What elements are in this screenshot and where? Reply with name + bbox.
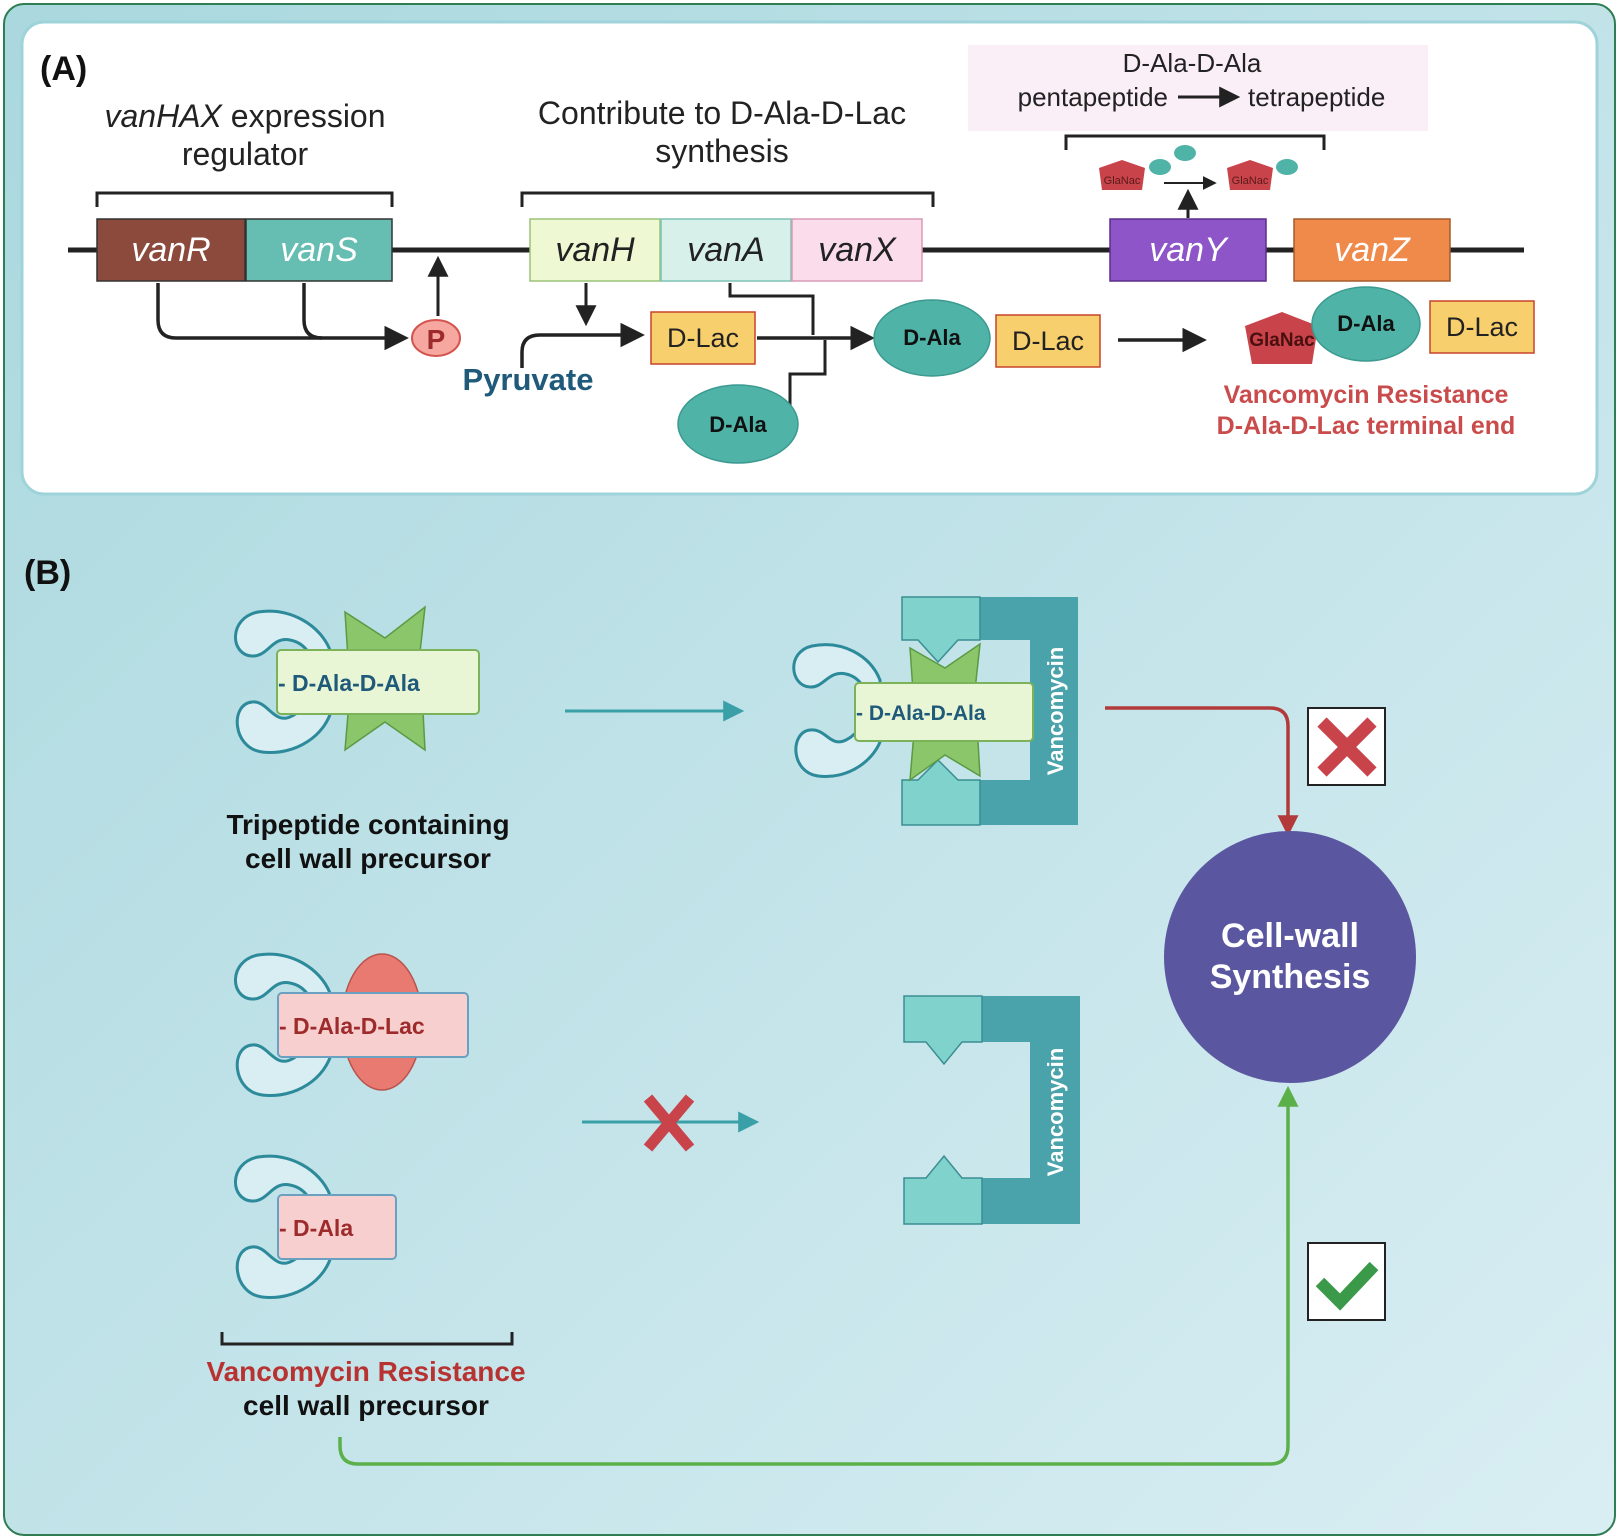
regulator-title: vanHAX expression [104, 98, 385, 134]
glanac-small-right-label: GlaNac [1232, 175, 1269, 187]
vancomycin-bound-bottom-jaw [901, 758, 981, 826]
check-icon [1315, 1261, 1379, 1311]
gene-vanX [791, 218, 923, 282]
vanS-to-p-line [302, 283, 323, 340]
synthesis-title-line2: synthesis [655, 133, 788, 169]
glanac-terminal-label: GlaNac [1249, 330, 1315, 351]
vancomycin-bound-top-jaw [901, 596, 981, 664]
gene-vanR-label: vanR [131, 231, 210, 269]
precursor-box-2 [277, 992, 469, 1058]
pyruvate-label: Pyruvate [463, 362, 594, 397]
vanA-connector [728, 283, 815, 335]
glanac-small-left-label: GlaNac [1104, 175, 1141, 187]
precursor-box-2-label: - D-Ala-D-Lac [279, 1013, 425, 1039]
resistance-precursor-line2: cell wall precursor [243, 1390, 489, 1421]
resistance-terminal-line2: D-Ala-D-Lac terminal end [1217, 412, 1516, 440]
precursor-dala: - D-Ala [234, 1154, 397, 1299]
vanR-to-p-arrow [156, 283, 409, 351]
success-box [1307, 1242, 1386, 1321]
precursor-box-bound-label: - D-Ala-D-Ala [856, 702, 986, 725]
blocked-x-icon [1317, 717, 1377, 777]
dala-product-label: D-Ala [903, 325, 961, 350]
gene-vanZ-label: vanZ [1334, 231, 1411, 269]
vany-bracket [1064, 134, 1326, 150]
pyruvate-to-dlac-arrow [520, 322, 645, 368]
dala-free-connector [788, 340, 827, 412]
dlac-box-1-label: D-Lac [667, 323, 739, 353]
vany-note-box [968, 45, 1428, 131]
gene-vanZ [1293, 218, 1451, 282]
precursor-box-1 [276, 649, 480, 715]
dlac-box-1 [650, 311, 756, 365]
panel-a-label: (A) [40, 50, 87, 88]
vany-note-from: pentapeptide [1018, 82, 1168, 112]
dala-small-3 [1276, 159, 1298, 175]
vancomycin-empty-body [904, 996, 1080, 1224]
vancomycin-empty: Vancomycin [903, 995, 1080, 1225]
glanac-terminal [1245, 312, 1318, 364]
vany-note-to: tetrapeptide [1248, 82, 1385, 112]
resistance-terminal-line1: Vancomycin Resistance [1224, 381, 1509, 409]
vany-note-line1: D-Ala-D-Ala [1123, 48, 1262, 78]
dala-small-2 [1174, 145, 1196, 161]
gene-vanA-label: vanA [687, 231, 765, 269]
vancomycin-empty-top-jaw [903, 995, 983, 1066]
dala-product [873, 299, 991, 377]
resistance-precursor-line1: Vancomycin Resistance [206, 1356, 525, 1387]
panel-a: (A) vanHAX expression regulator Contribu… [20, 20, 1599, 496]
cell-wall-synthesis-line1: Cell-wall [1221, 917, 1359, 955]
gene-vanS-label: vanS [280, 231, 358, 269]
gene-vanX-label: vanX [818, 231, 897, 269]
vancomycin-bound-complex: - D-Ala-D-Ala Vancomycin [792, 596, 1078, 826]
precursor-box-3 [277, 1194, 397, 1260]
gene-vanS [245, 218, 393, 282]
dala-terminal-label: D-Ala [1337, 311, 1395, 336]
gene-vanY [1109, 218, 1267, 282]
vancomycin-bound-label: Vancomycin [1043, 647, 1068, 775]
phospho-label: P [427, 324, 446, 355]
gene-vanA [660, 218, 792, 282]
gene-vanY-label: vanY [1149, 231, 1229, 269]
dlac-terminal-label: D-Lac [1446, 312, 1518, 342]
regulator-title-line2: regulator [182, 136, 309, 172]
gene-vanR [96, 218, 246, 282]
precursor-box-3-label: - D-Ala [279, 1215, 353, 1241]
precursor-box-bound [854, 682, 1034, 742]
dlac-terminal [1429, 300, 1535, 354]
tripeptide-caption-line2: cell wall precursor [245, 843, 491, 874]
cell-wall-synthesis-circle [1164, 831, 1416, 1083]
precursor-dala-dala: - D-Ala-D-Ala [234, 605, 480, 754]
dala-free-label: D-Ala [709, 412, 767, 437]
phospho-circle [411, 319, 461, 357]
vancomycin-empty-bottom-jaw [903, 1154, 983, 1225]
gene-vanH [529, 218, 661, 282]
tripeptide-caption-line1: Tripeptide containing [226, 809, 509, 840]
resistance-precursor-bracket [220, 1332, 514, 1346]
regulator-title-italic: vanHAX [104, 98, 223, 134]
precursor-box-1-label: - D-Ala-D-Ala [278, 670, 420, 696]
vancomycin-empty-label: Vancomycin [1043, 1048, 1068, 1176]
success-path-arrow [338, 1085, 1299, 1466]
glanac-small-right [1227, 160, 1273, 190]
gene-vanH-label: vanH [555, 231, 635, 269]
regulator-bracket [95, 191, 394, 207]
dlac-box-2-label: D-Lac [1012, 326, 1084, 356]
panel-b-label: (B) [24, 554, 71, 592]
panel-b: (B) - D-Ala-D-Ala Tripeptide containing … [24, 554, 1416, 1466]
binding-blocked-x-icon [643, 1094, 695, 1152]
synthesis-title-line1: Contribute to D-Ala-D-Lac [538, 95, 906, 131]
glanac-small-left [1099, 160, 1145, 190]
regulator-title-rest: expression [222, 98, 386, 134]
precursor-dala-dlac: - D-Ala-D-Lac [234, 952, 469, 1097]
blocked-path-arrow [1105, 706, 1299, 837]
dala-small-1 [1149, 159, 1171, 175]
dala-terminal [1311, 286, 1421, 362]
vancomycin-bound-body [902, 597, 1078, 825]
cell-wall-synthesis-line2: Synthesis [1210, 958, 1371, 996]
dala-free [677, 384, 799, 464]
dlac-box-2 [995, 314, 1101, 368]
synthesis-bracket [520, 191, 935, 207]
